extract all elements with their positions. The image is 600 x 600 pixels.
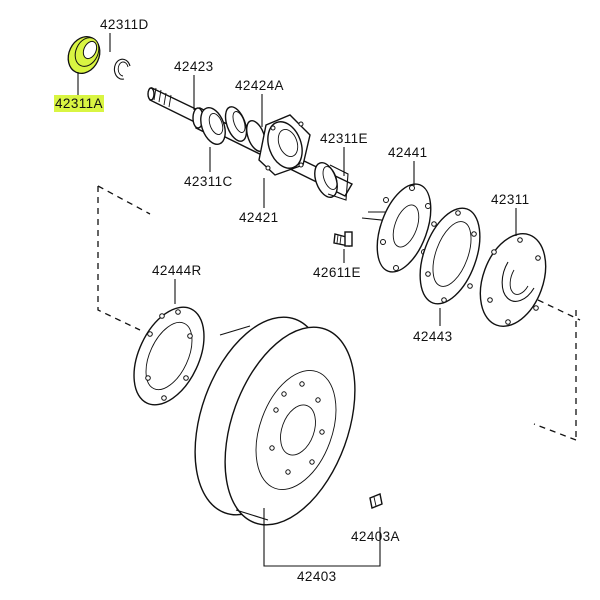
label-42421[interactable]: 42421 <box>239 210 279 225</box>
axle-plate-42311[interactable] <box>468 225 557 336</box>
bearing-42311C[interactable] <box>196 104 230 147</box>
dashed-guide-right <box>533 299 581 441</box>
snap-ring-42311D[interactable] <box>113 58 131 80</box>
inner-seal-42311E[interactable] <box>310 160 349 201</box>
leader-42403 <box>263 508 381 567</box>
hub-bolt-42611E[interactable] <box>333 231 353 247</box>
backing-plate-42441[interactable] <box>361 177 441 279</box>
label-42403A[interactable]: 42403A <box>351 529 400 544</box>
brake-drum-42403[interactable] <box>170 299 379 542</box>
label-42424A[interactable]: 42424A <box>235 78 284 93</box>
clip-42403A[interactable] <box>369 493 383 509</box>
label-42403[interactable]: 42403 <box>297 569 337 584</box>
label-42444R[interactable]: 42444R <box>152 263 202 278</box>
label-42311[interactable]: 42311 <box>491 192 530 207</box>
dashed-guide-left <box>97 185 151 331</box>
label-42311E[interactable]: 42311E <box>320 131 368 146</box>
ring-gasket-42444R[interactable] <box>120 296 218 416</box>
part-label-highlight <box>54 95 104 112</box>
label-42443[interactable]: 42443 <box>413 329 453 344</box>
gasket-42443[interactable] <box>408 200 491 312</box>
label-42311C[interactable]: 42311C <box>184 174 233 189</box>
label-42441[interactable]: 42441 <box>388 145 428 160</box>
label-42611E[interactable]: 42611E <box>313 265 361 280</box>
label-42311D[interactable]: 42311D <box>100 17 149 32</box>
label-42423[interactable]: 42423 <box>174 59 214 74</box>
retainer-hub-42421[interactable] <box>258 114 311 176</box>
oil-seal-42311A[interactable] <box>62 31 105 78</box>
label-42311A[interactable]: 42311A <box>55 96 103 111</box>
